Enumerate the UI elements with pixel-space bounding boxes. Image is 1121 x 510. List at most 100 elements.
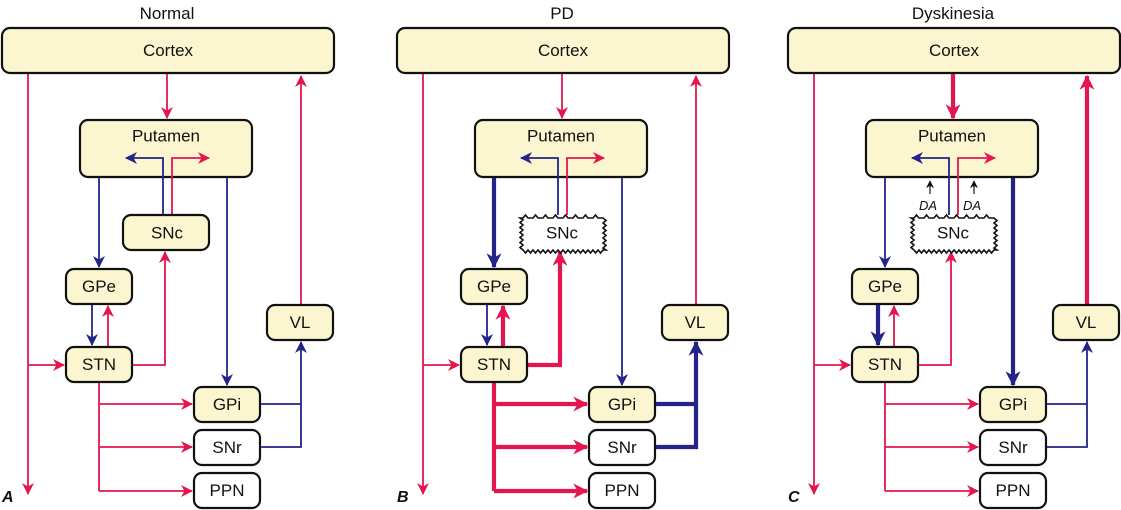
node-putamen-label: Putamen [527,127,595,146]
node-ppn: PPN [587,471,657,510]
node-snr: SNr [192,428,262,467]
node-gpe: GPe [64,267,134,306]
stn-to-snc-arrow [527,250,568,368]
node-stn-label: STN [477,355,511,374]
panel-letter: A [1,489,14,506]
node-ppn-box [192,471,262,510]
node-gpi: GPi [587,385,657,424]
node-ppn-label: PPN [605,481,640,500]
node-gpi-box [192,385,262,424]
node-gpe-box [64,267,134,306]
snc-excitatory-dopamine-arrow-head [566,152,605,178]
node-snr-label: SNr [607,438,637,457]
node-stn-label: STN [868,355,902,374]
node-vl: VL [660,303,730,342]
node-putamen-label: Putamen [918,127,986,146]
node-stn: STN [459,345,529,384]
node-snc-box-degenerated [517,213,609,255]
node-cortex-label: Cortex [143,41,194,60]
node-gpe-box [459,267,529,306]
node-stn: STN [64,345,134,384]
node-cortex: Cortex [395,26,731,75]
node-snr-box [587,428,657,467]
node-cortex: Cortex [786,26,1121,75]
node-gpe: GPe [850,267,920,306]
node-snr: SNr [587,428,657,467]
panel-letter: C [788,489,800,506]
snr-to-vl-arrow [655,340,704,450]
node-gpi-box [978,385,1048,424]
node-snc-label: SNc [151,224,184,243]
node-cortex-box [395,26,731,75]
snr-to-vl-arrow [260,341,307,448]
node-cortex-label: Cortex [538,41,589,60]
snc-inhibitory-dopamine-arrow-head [125,152,164,178]
node-gpi-label: GPi [213,395,241,414]
snc-inhibitory-dopamine-arrow-head [911,152,950,178]
node-stn: STN [850,345,920,384]
node-snr-label: SNr [212,438,242,457]
stn-to-snc-arrow [918,251,957,366]
node-snc-label: SNc [546,224,579,243]
node-gpi-box [587,385,657,424]
panel-title: PD [550,4,574,23]
node-gpe-box [850,267,920,306]
node-gpi: GPi [978,385,1048,424]
snc-excitatory-dopamine-arrow-head [171,152,210,178]
node-gpi-label: GPi [999,395,1027,414]
node-cortex-label: Cortex [929,41,980,60]
node-vl-label: VL [290,313,311,332]
node-gpi: GPi [192,385,262,424]
node-putamen: Putamen [78,118,254,179]
snc-inhibitory-dopamine-arrow-head [520,152,559,178]
panel-title: Normal [140,4,195,23]
node-putamen: Putamen [864,118,1040,179]
snc-excitatory-dopamine-arrow-head [957,152,996,178]
node-gpe: GPe [459,267,529,306]
node-vl-box [660,303,730,342]
node-cortex-box [786,26,1121,75]
node-vl: VL [265,303,335,342]
node-snc-box [121,213,211,252]
node-gpe-label: GPe [477,277,511,296]
da-label-right: DA [963,198,981,213]
node-stn-box [64,345,134,384]
node-snr: SNr [978,428,1048,467]
panel-title: Dyskinesia [912,4,995,23]
node-stn-box [850,345,920,384]
node-stn-box [459,345,529,384]
node-ppn-box [587,471,657,510]
node-snc: SNc [908,213,1000,255]
node-ppn-label: PPN [996,481,1031,500]
node-cortex: Cortex [0,26,336,75]
node-vl-label: VL [1076,313,1097,332]
da-label-left: DA [919,198,937,213]
node-gpe-label: GPe [868,277,902,296]
node-snc-box-degenerated [908,213,1000,255]
node-snr-box [192,428,262,467]
node-ppn: PPN [978,471,1048,510]
node-cortex-box [0,26,336,75]
node-snr-label: SNr [998,438,1028,457]
node-snc: SNc [517,213,609,255]
node-vl-box [265,303,335,342]
node-ppn-box [978,471,1048,510]
node-snr-box [978,428,1048,467]
stn-to-snc-arrow [132,251,171,366]
node-vl-box [1051,303,1121,342]
node-putamen: Putamen [473,118,649,179]
node-ppn-label: PPN [210,481,245,500]
node-snc: SNc [121,213,211,252]
snr-to-vl-arrow [1046,341,1093,448]
node-vl: VL [1051,303,1121,342]
node-gpi-label: GPi [608,395,636,414]
node-stn-label: STN [82,355,116,374]
node-vl-label: VL [685,313,706,332]
node-gpe-label: GPe [82,277,116,296]
node-putamen-label: Putamen [132,127,200,146]
node-ppn: PPN [192,471,262,510]
